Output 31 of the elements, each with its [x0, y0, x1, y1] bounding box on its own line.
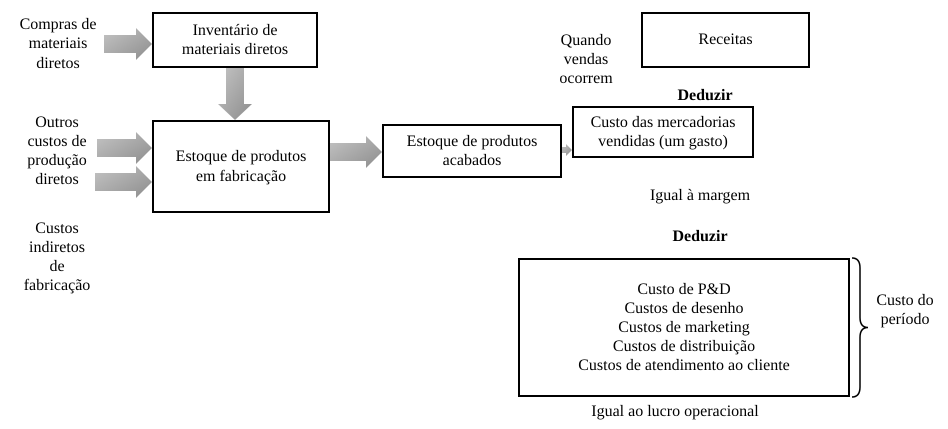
process-box: [152, 120, 330, 213]
note-text: Quando vendas ocorrem: [558, 31, 614, 89]
node-text: Custos de atendimento ao cliente: [578, 356, 790, 376]
cost-list-box: [518, 258, 850, 397]
node-text: Estoque de produtos em fabricação: [174, 147, 308, 186]
node-text: Custo das mercadorias vendidas (um gasto): [590, 112, 736, 152]
process-box: [641, 12, 810, 68]
block-arrow: [104, 28, 152, 60]
node-text: Custos de marketing: [618, 318, 750, 338]
step-label: Deduzir: [671, 227, 729, 246]
process-box: [152, 12, 318, 68]
cost-source-text: Outros custos de produção diretos: [26, 112, 88, 190]
node-text: Inventário de materiais diretos: [180, 20, 290, 60]
node-text: Custos de desenho: [624, 298, 744, 318]
brace-label: Custo do período: [876, 291, 934, 330]
process-box: [572, 106, 754, 158]
node-text: Estoque de produtos acabados: [406, 132, 538, 170]
node-text: Custo de P&D: [637, 280, 731, 299]
block-arrow: [218, 68, 252, 120]
block-arrow: [562, 144, 572, 156]
cost-source-text: Compras de materiais diretos: [18, 15, 98, 73]
step-label: Deduzir: [676, 86, 734, 106]
block-arrow: [95, 166, 152, 198]
node-text: Custos de distribuição: [612, 337, 756, 356]
block-arrow: [330, 136, 382, 168]
process-box: [382, 124, 562, 178]
node-text: Receitas: [698, 30, 753, 50]
block-arrow: [97, 132, 152, 164]
note-text: Igual à margem: [648, 186, 752, 206]
note-text: Igual ao lucro operacional: [590, 402, 760, 422]
cost-source-text: Custos indiretos de fabricação: [23, 218, 91, 296]
